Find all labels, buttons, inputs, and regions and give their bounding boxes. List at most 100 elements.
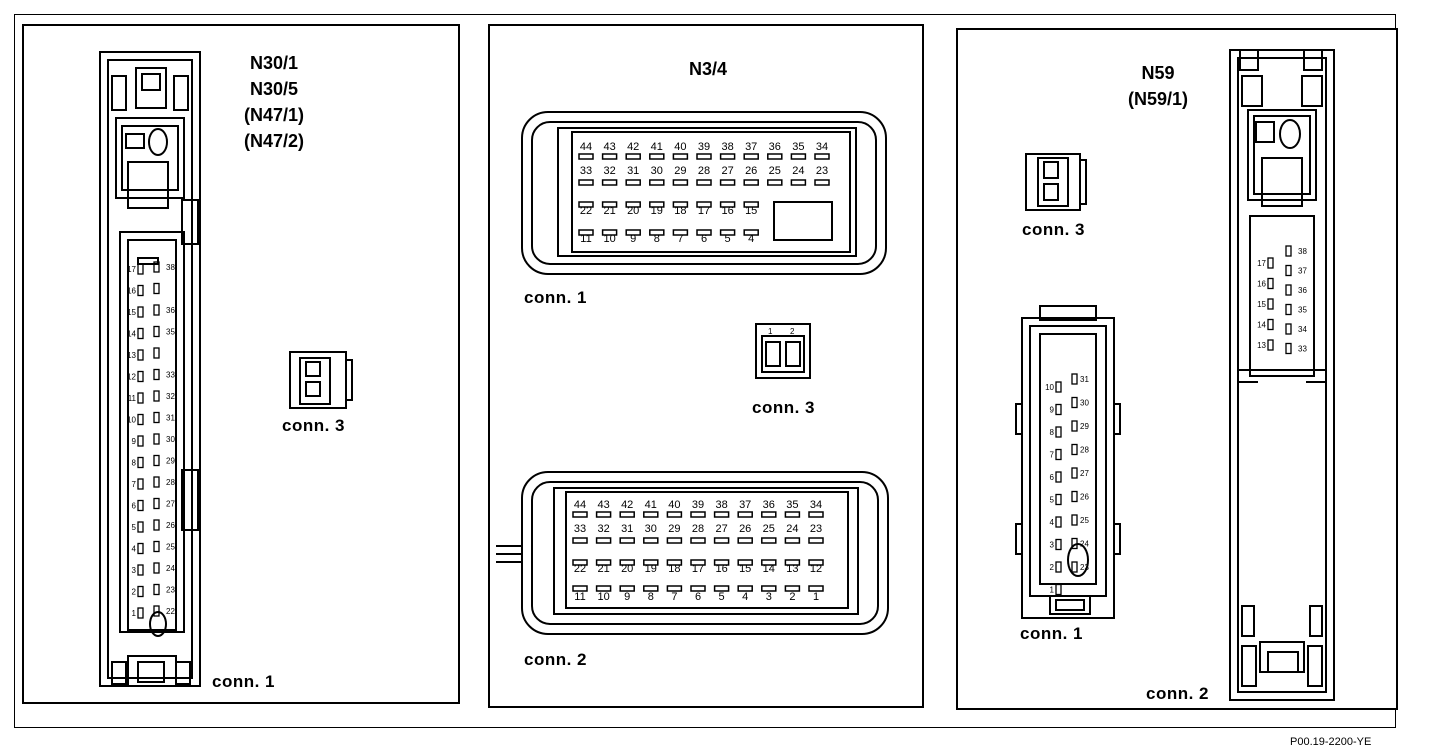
p1c1-right-contact-30: [153, 433, 160, 445]
p2c2-contact-44: [572, 511, 588, 518]
p1c1-right-contact-24: [153, 562, 160, 574]
p1c1-left-pin-8: 8: [132, 459, 137, 468]
p2c1-contact-9: [625, 229, 641, 236]
p1c1-right-pin-22: 22: [166, 607, 175, 616]
p1c1-left-pin-12: 12: [127, 373, 136, 382]
p3c1-right-contact-23: [1071, 561, 1078, 573]
p3c1-right-pin-29: 29: [1080, 422, 1089, 431]
p3c2-left-contact-17: [1267, 257, 1274, 269]
p2c2-pin-9: 9: [624, 591, 630, 603]
p1c1-left-contact-11: [137, 392, 144, 404]
p3c2-left-pin-15: 15: [1257, 300, 1266, 309]
p2c2-pin-30: 30: [645, 523, 657, 535]
p3c1-left-pin-7: 7: [1050, 451, 1055, 460]
p1c1-right-contact-38: [153, 261, 160, 273]
p2c2-contact-14: [761, 559, 777, 566]
p2c2-contact-9: [619, 585, 635, 592]
p2c1-contact-41: [649, 153, 665, 160]
p1c1-left-pin-5: 5: [132, 523, 137, 532]
p1c1-right-contact-32: [153, 390, 160, 402]
p3c2-right-contact-38: [1285, 245, 1292, 257]
p2c2-contact-19: [643, 559, 659, 566]
p1c1-left-contact-1: [137, 607, 144, 619]
p2c2-pin-11: 11: [574, 591, 585, 603]
p1c1-left-pin-11: 11: [128, 394, 137, 403]
p2c1-contact-7: [672, 229, 689, 236]
p2c1-pin-8: 8: [654, 233, 660, 245]
p2c1-contact-6: [696, 229, 712, 236]
p1c1-left-pin-2: 2: [132, 588, 137, 597]
panel2-conn2-label: conn. 2: [524, 650, 588, 669]
p2c2-pin-42: 42: [621, 499, 633, 511]
p2c2-pin-18: 18: [668, 563, 680, 575]
p3c2-left-contact-13: [1267, 339, 1274, 351]
p2c2-pin-17: 17: [692, 563, 704, 575]
p3c1-right-contact-24: [1071, 537, 1078, 550]
panel-n30: N30/1 N30/5 (N47/1) (N47/2): [22, 24, 460, 704]
panel1-title-2: N30/5: [249, 79, 299, 99]
p2c2-pin-44: 44: [574, 499, 586, 511]
p2c2-contact-11: [572, 585, 588, 592]
p2c1-contact-26: [743, 179, 759, 186]
p2c1-contact-4: [743, 229, 759, 236]
p2c1-pin-16: 16: [721, 205, 733, 217]
p3c2-left-contact-16: [1267, 277, 1274, 290]
p1c1-left-contact-9: [137, 435, 144, 447]
p2c1-contact-15: [743, 201, 759, 208]
panel1-conn3-drawing: [289, 351, 353, 409]
p1c1-right-pin-27: 27: [166, 500, 175, 509]
p2c1-pin-38: 38: [721, 141, 733, 153]
p2c1-pin-21: 21: [603, 205, 615, 217]
p3c1-right-contact-28: [1071, 443, 1078, 456]
p1c1-left-contact-7: [137, 478, 144, 490]
p1c1-right-contact-33: [153, 368, 160, 381]
p1c1-right-pin-23: 23: [166, 586, 175, 595]
p3c2-left-pin-16: 16: [1257, 280, 1266, 289]
p3c1-left-pin-3: 3: [1050, 541, 1055, 550]
p2c2-pin-35: 35: [786, 499, 798, 511]
p3c1-right-pin-30: 30: [1080, 399, 1089, 408]
p3c2-right-pin-35: 35: [1298, 306, 1307, 315]
panel1-title-4: (N47/2): [243, 131, 305, 151]
p3c1-left-pin-4: 4: [1050, 518, 1055, 527]
p3c1-left-pin-9: 9: [1050, 406, 1055, 415]
p2c1-pin-43: 43: [603, 141, 615, 153]
p2c2-pin-23: 23: [810, 523, 822, 535]
p2c1-pin-18: 18: [674, 205, 686, 217]
p2c2-contact-31: [619, 537, 635, 544]
p2c1-contact-28: [696, 179, 712, 186]
p2c2-pin-27: 27: [715, 523, 727, 535]
p2c1-contact-11: [578, 229, 594, 236]
p2c2-pin-40: 40: [668, 499, 680, 511]
p2c2-pin-3: 3: [766, 591, 772, 603]
p2c2-pin-4: 4: [742, 591, 748, 603]
p3c1-left-pin-6: 6: [1050, 473, 1055, 482]
p2c2-pin-16: 16: [715, 563, 727, 575]
p2c2-contact-20: [619, 559, 635, 566]
p2c2-pin-1: 1: [813, 591, 819, 603]
p2c1-pin-30: 30: [651, 165, 663, 177]
p1c1-right-pin-31: 31: [166, 414, 175, 423]
p1c1-right-pin-32: 32: [166, 392, 175, 401]
p2c2-contact-7: [666, 585, 683, 592]
p2c2-contact-4: [737, 585, 753, 592]
p2c2-pin-43: 43: [597, 499, 609, 511]
p1c1-right-contact-35: [153, 325, 160, 338]
p3c2-left-contact-14: [1267, 318, 1274, 331]
p2c1-contact-23: [814, 179, 830, 186]
panel3-conn3-label: conn. 3: [1022, 220, 1086, 239]
p3c1-left-contact-5: [1055, 493, 1062, 506]
p2c1-pin-33: 33: [580, 165, 592, 177]
p1c1-right-contact-29: [153, 454, 160, 467]
p2c2-contact-37: [737, 511, 753, 518]
p1c1-left-contact-17: [137, 263, 144, 275]
p2c2-pin-5: 5: [719, 591, 725, 603]
p1c1-right-pin-26: 26: [166, 521, 175, 530]
p2c2-pin-32: 32: [597, 523, 609, 535]
p3c1-right-contact-31: [1071, 373, 1078, 385]
p1c1-left-pin-14: 14: [127, 330, 136, 339]
p2c2-contact-23: [808, 537, 824, 544]
p1c1-left-pin-15: 15: [127, 308, 136, 317]
